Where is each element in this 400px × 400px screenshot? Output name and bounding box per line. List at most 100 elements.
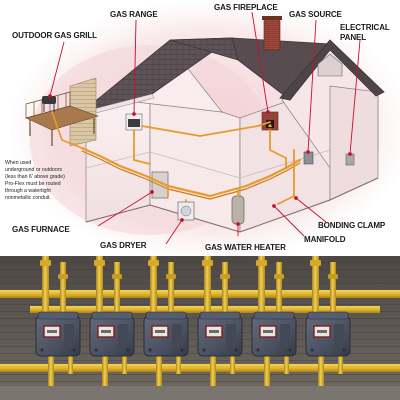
gas-meter [89,311,135,357]
label-outdoor-gas-grill: OUTDOOR GAS GRILL [12,31,97,40]
gas-meter [251,311,297,357]
deck-posts [29,118,95,146]
callout-line-fireplace [251,11,269,113]
label-electrical: ELECTRICAL [340,23,390,32]
gas-meter-bolt [342,348,346,352]
pipe-fitting [220,274,230,279]
meter-riser-pipe-top [150,256,157,316]
manifold-header-pipe-upper [0,290,400,298]
gas-meter-bolt [202,348,206,352]
gas-meter-bolt [72,348,76,352]
gas-meter-top-flange [91,311,133,320]
pipe-vertical-riser [277,149,295,205]
meter-drop-pipe-bottom [264,352,270,386]
roof [81,16,385,117]
label-manifold: MANIFOLD [304,235,346,244]
meter-outlet-pipe-top [276,262,282,320]
pipe-fitting [166,274,176,279]
meter-outlet-pipe-top [222,262,228,320]
callout-lines [48,11,361,245]
label-bonding-clamp: BONDING CLAMP [318,221,386,230]
gas-meter-top-flange [145,311,187,320]
pipe-valve [310,260,321,266]
callout-line-bonding [295,197,327,223]
conduit-note-line-3: (less than 6' above grade) [5,174,65,180]
gas-meter-bolt [180,348,184,352]
pipe-main-run-2 [81,150,301,200]
gas-meter-side-panel [280,324,290,348]
gas-meter-side-panel [226,324,236,348]
pipe-upper-run [141,121,271,137]
callout-line-grill [49,41,65,97]
callout-line-electrical [349,39,361,155]
pipe-fitting [328,274,338,279]
gas-piping [51,111,302,205]
label-gas-furnace: GAS FURNACE [12,225,70,234]
gas-meter-top-flange [37,311,79,320]
grill-legs [43,104,55,112]
gas-meter-top-flange [253,311,295,320]
meter-drop-pipe-bottom [48,352,54,386]
gas-meter-dial-digits [155,330,165,333]
gas-meter-bolt [288,348,292,352]
meter-return-pipe-bottom [122,352,127,374]
gas-meter-dial-digits [209,330,219,333]
callout-line-source [307,19,317,153]
gas-meter-bolt [256,348,260,352]
label-gas-water-heater: GAS WATER HEATER [205,243,286,252]
gas-meter [305,311,351,357]
meter-outlet-pipe-top [60,262,66,320]
chimney [263,17,281,51]
gas-meter-dial-digits [317,330,327,333]
pipe-valve [94,260,105,266]
meter-outlet-pipe-top [330,262,336,320]
gas-meter-side-panel [64,324,74,348]
conduit-note-line-2: underground or outdoors [5,167,63,173]
gas-meters [35,311,351,357]
label-panel: PANEL [340,33,366,42]
pipe-to-range [133,129,151,165]
attic-vent [317,53,343,77]
fireplace-flame [268,124,272,127]
gas-meter-bolt [148,348,152,352]
meter-riser-pipe-top [312,256,319,316]
meter-riser-pipe-top [96,256,103,316]
label-gas-fireplace: GAS FIREPLACE [214,3,278,12]
meter-drop-pipe-bottom [318,352,324,386]
meter-return-pipe-bottom [176,352,181,374]
gas-meter-side-panel [172,324,182,348]
floor-line [85,149,331,179]
meter-return-pipe-bottom [284,352,289,374]
meter-return-pipe-bottom [230,352,235,374]
meter-outlet-pipe-top [114,262,120,320]
outdoor-gas-meter [303,151,314,165]
pipe-valve [202,260,213,266]
grill-body [42,96,56,104]
gas-meter-side-panel [334,324,344,348]
gas-meter-top-flange [199,311,241,320]
gas-meter-bolt [234,348,238,352]
gas-meter-bolt [310,348,314,352]
conduit-note-line-5: through a watertight [5,188,51,194]
gas-meter-dial-digits [101,330,111,333]
water-heater-appliance [231,195,245,225]
gas-piping-diagram: OUTDOOR GAS GRILL GAS RANGE GAS FIREPLAC… [5,0,400,256]
gas-meter-bolt [94,348,98,352]
deck-and-grill [25,77,99,147]
ground-strip [0,386,400,400]
gas-meter-dial-digits [47,330,57,333]
conduit-note-line-6: nonmetallic conduit. [5,195,51,201]
manifold-header-pipe-lower [0,364,400,372]
meter-riser-pipe-top [258,256,265,316]
gas-meter [197,311,243,357]
meter-return-pipe-bottom [68,352,73,374]
meter-outlet-pipe-top [168,262,174,320]
pipe-valve [40,260,51,266]
diagram-labels: OUTDOOR GAS GRILL GAS RANGE GAS FIREPLAC… [5,3,390,252]
callout-line-furnace [97,191,153,227]
gas-meter [143,311,189,357]
chimney-cap [262,16,282,20]
foundation-line [85,177,379,233]
gas-meter-dial-digits [263,330,273,333]
